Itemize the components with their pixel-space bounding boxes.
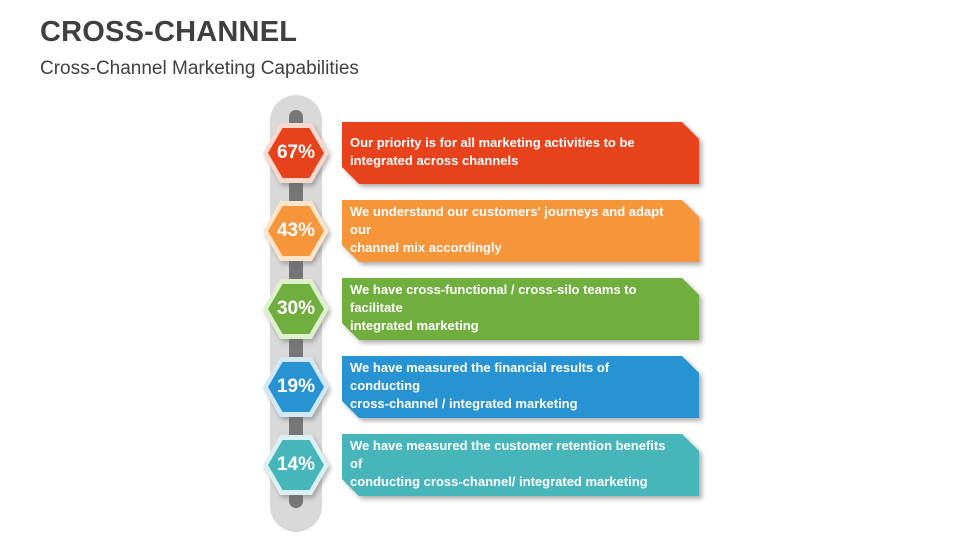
capability-text-line: We have measured the financial results o… xyxy=(350,360,610,393)
capability-text-line: cross-channel / integrated marketing xyxy=(350,396,578,411)
capability-text-line: integrated marketing xyxy=(350,318,479,333)
hexagon-border: 30% xyxy=(263,279,329,339)
capability-banner-5: We have measured the customer retention … xyxy=(342,434,699,496)
hexagon-fill: 14% xyxy=(268,440,324,490)
hexagon-border: 14% xyxy=(263,435,329,495)
banner-ribbon: We have cross-functional / cross-silo te… xyxy=(342,278,699,340)
percent-label: 19% xyxy=(276,376,316,397)
hexagon-border: 67% xyxy=(263,123,329,183)
hexagon-fill: 43% xyxy=(268,206,324,256)
percent-label: 43% xyxy=(276,220,316,241)
percent-hexagon-3: 30% xyxy=(263,279,329,339)
percent-label: 30% xyxy=(276,298,316,319)
timeline-item-2: 43% We understand our customers' journey… xyxy=(0,200,960,262)
page-title: CROSS-CHANNEL xyxy=(40,16,298,48)
timeline-item-5: 14% We have measured the customer retent… xyxy=(0,434,960,496)
hexagon-fill: 30% xyxy=(268,284,324,334)
capability-text-line: conducting cross-channel/ integrated mar… xyxy=(350,474,648,489)
capability-banner-2: We understand our customers' journeys an… xyxy=(342,200,699,262)
capability-text-line: integrated across channels xyxy=(350,153,519,168)
capability-banner-4: We have measured the financial results o… xyxy=(342,356,699,418)
hexagon-border: 43% xyxy=(263,201,329,261)
banner-ribbon: We have measured the financial results o… xyxy=(342,356,699,418)
percent-hexagon-4: 19% xyxy=(263,357,329,417)
capability-text-line: We have cross-functional / cross-silo te… xyxy=(350,282,637,315)
percent-hexagon-2: 43% xyxy=(263,201,329,261)
timeline-item-4: 19% We have measured the financial resul… xyxy=(0,356,960,418)
capability-text-line: channel mix accordingly xyxy=(350,240,502,255)
banner-ribbon: We understand our customers' journeys an… xyxy=(342,200,699,262)
capability-banner-1: Our priority is for all marketing activi… xyxy=(342,122,699,184)
capability-banner-3: We have cross-functional / cross-silo te… xyxy=(342,278,699,340)
percent-hexagon-1: 67% xyxy=(263,123,329,183)
banner-ribbon: We have measured the customer retention … xyxy=(342,434,699,496)
percent-hexagon-5: 14% xyxy=(263,435,329,495)
hexagon-fill: 67% xyxy=(268,128,324,178)
capability-text-line: We understand our customers' journeys an… xyxy=(350,204,664,237)
hexagon-border: 19% xyxy=(263,357,329,417)
hexagon-fill: 19% xyxy=(268,362,324,412)
capability-text-line: We have measured the customer retention … xyxy=(350,438,666,471)
timeline-item-3: 30% We have cross-functional / cross-sil… xyxy=(0,278,960,340)
banner-ribbon: Our priority is for all marketing activi… xyxy=(342,122,699,184)
timeline-item-1: 67% Our priority is for all marketing ac… xyxy=(0,122,960,184)
percent-label: 14% xyxy=(276,454,316,475)
percent-label: 67% xyxy=(276,142,316,163)
capability-text-line: Our priority is for all marketing activi… xyxy=(350,135,635,150)
page-subtitle: Cross-Channel Marketing Capabilities xyxy=(40,58,359,79)
